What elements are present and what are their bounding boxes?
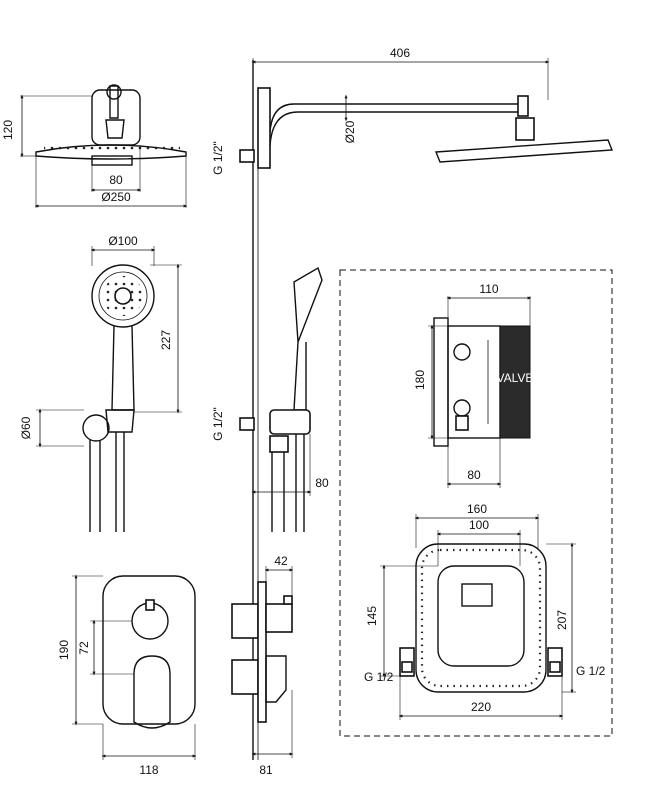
mixer-handle xyxy=(133,655,171,729)
hand-shower-handle xyxy=(111,325,135,411)
head-joint xyxy=(515,117,535,141)
valve-port-upper xyxy=(453,343,471,361)
arm-tube-label: Ø20 xyxy=(343,120,357,143)
mixer-plate-side xyxy=(257,581,267,723)
mount-width-label: 80 xyxy=(109,173,123,187)
mixer-cover-plate xyxy=(102,575,196,725)
shower-head-view: 120 80 Ø250 xyxy=(1,84,188,208)
hand-shower-side-head xyxy=(293,266,323,343)
valve-cartridge xyxy=(499,325,531,439)
box-width-label: 110 xyxy=(479,282,498,296)
diverter-lever xyxy=(145,599,155,611)
mixer-body-side-lower xyxy=(231,659,259,695)
frame-port-right xyxy=(549,661,561,673)
head-diameter-label: Ø250 xyxy=(101,190,131,204)
hand-shower-view: Ø100 227 Ø60 xyxy=(19,234,182,532)
concealed-unit-detail: VALVE 110 180 80 G 1/2 G 1/2 160 xyxy=(339,269,613,737)
nozzle-row xyxy=(44,146,180,152)
frame-height-b-label: 207 xyxy=(555,610,569,630)
mount-stem xyxy=(109,85,119,119)
hand-shower-center xyxy=(114,287,132,305)
outlet-offset-label: 80 xyxy=(315,476,329,490)
valve-cartridge-label: VALVE xyxy=(497,371,534,385)
frame-height-a-label: 145 xyxy=(365,606,379,626)
plate-depth-b-label: 81 xyxy=(259,763,273,777)
plate-height-label: 190 xyxy=(57,640,71,660)
hand-shower-face xyxy=(91,264,155,328)
shower-arm-bottom xyxy=(269,111,522,147)
box-depth-label: 80 xyxy=(467,468,481,482)
frame-cutout xyxy=(461,583,493,607)
frame-thread-right-label: G 1/2 xyxy=(576,664,606,678)
hand-shower-side-handle xyxy=(293,341,307,411)
wall-outlet-top xyxy=(239,149,255,163)
wall-outlet-top-label: G 1/2" xyxy=(211,141,225,175)
wall-outlet-bottom xyxy=(239,417,255,431)
side-holder-bracket xyxy=(269,409,311,435)
wall-outlet-bottom-label: G 1/2" xyxy=(211,407,225,441)
mixer-body-side-upper xyxy=(231,603,259,639)
mounting-frame-inner xyxy=(437,565,525,667)
arm-length-label: 406 xyxy=(390,46,410,60)
hand-diameter-label: Ø100 xyxy=(108,234,138,248)
detail-frame xyxy=(339,269,613,737)
mixer-plate-front-view: 190 72 118 xyxy=(57,574,197,777)
frame-outer-label: 160 xyxy=(467,502,487,516)
arm-wall-flange xyxy=(257,87,271,169)
ball-joint xyxy=(105,119,125,139)
hose-connector xyxy=(269,435,289,453)
head-height-label: 120 xyxy=(1,120,15,140)
valve-port-lower xyxy=(453,399,471,417)
frame-width-label: 220 xyxy=(471,700,491,714)
frame-thread-left-label: G 1/2 xyxy=(364,670,394,684)
valve-port-stem xyxy=(455,415,469,431)
diverter-side xyxy=(265,603,293,633)
valve-mount-plate xyxy=(433,317,449,447)
arm-end-cap xyxy=(517,95,529,117)
holder-bracket xyxy=(105,409,135,433)
mixer-handle-side xyxy=(265,655,287,703)
side-shower-head xyxy=(434,139,614,163)
wall-holder xyxy=(82,414,110,442)
mounting-frame-outer xyxy=(415,543,547,693)
diverter-tip-side xyxy=(283,595,293,605)
frame-port-left xyxy=(401,661,413,673)
side-view: G 1/2" 406 Ø20 G 1/2" 80 42 81 xyxy=(211,46,614,777)
plate-width-label: 118 xyxy=(139,763,158,777)
shower-arm-top xyxy=(269,103,522,133)
box-height-label: 180 xyxy=(413,370,427,390)
frame-inner-label: 100 xyxy=(469,518,489,532)
hand-shower-ring xyxy=(98,271,148,321)
plate-axis-label: 72 xyxy=(77,641,91,655)
hand-length-label: 227 xyxy=(159,330,173,350)
mount-knob xyxy=(106,84,122,100)
head-hub xyxy=(91,155,133,166)
plate-depth-a-label: 42 xyxy=(274,554,288,568)
holder-diameter-label: Ø60 xyxy=(19,416,33,439)
